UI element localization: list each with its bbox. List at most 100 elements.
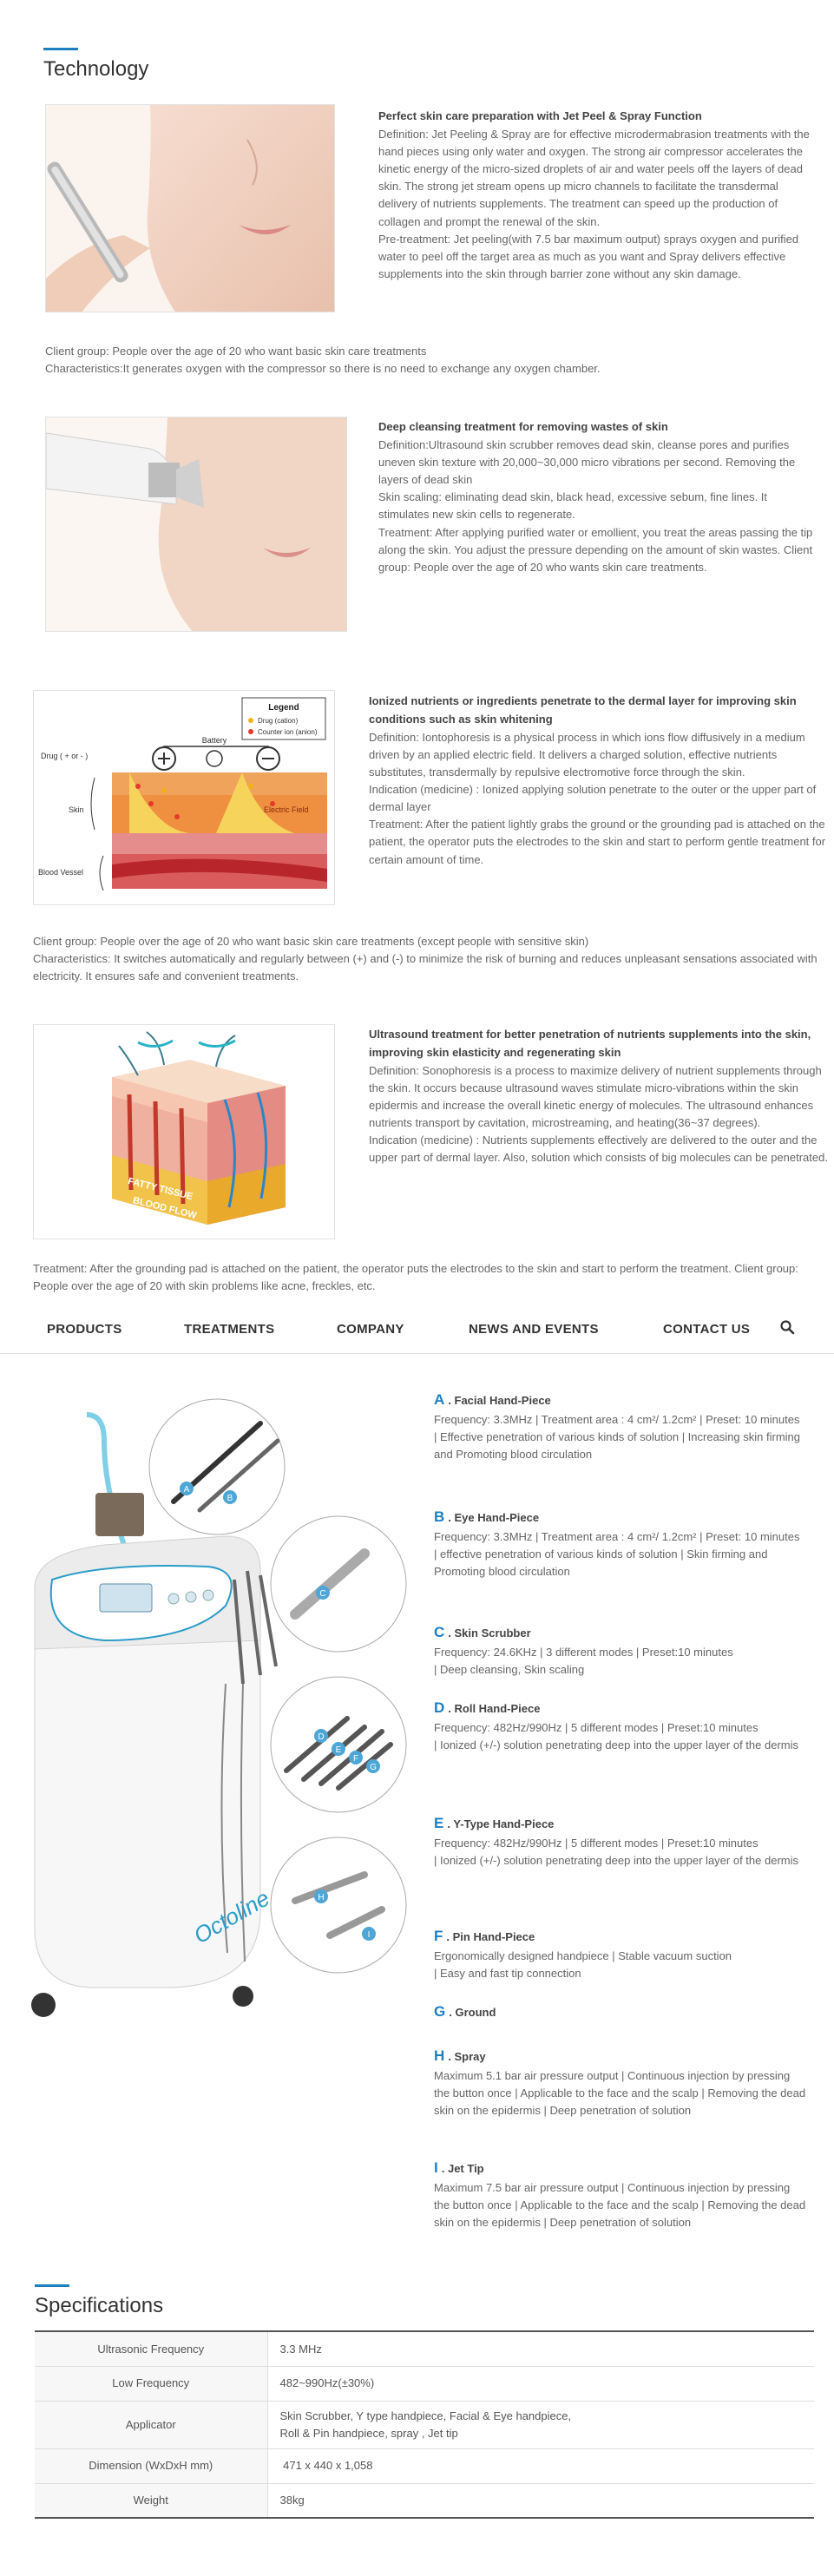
callout-i: I — [368, 1930, 371, 1940]
jet-peel-image — [45, 104, 335, 312]
nav-products[interactable]: PRODUCTS — [47, 1322, 122, 1337]
callout-b: B — [227, 1494, 233, 1503]
hp-desc: Maximum 7.5 bar air pressure output | Co… — [434, 2180, 806, 2229]
iontophoresis-diagram: Legend Drug (cation) Counter ion (anion)… — [33, 690, 335, 905]
tech-item-title: Deep cleansing treatment for removing wa… — [378, 420, 668, 433]
nav-company[interactable]: COMPANY — [337, 1322, 404, 1337]
hp-name: . Jet Tip — [441, 2162, 484, 2175]
battery-label: Battery — [202, 736, 227, 745]
tech-item-title: Ultrasound treatment for better penetrat… — [369, 1028, 811, 1059]
nav-contact-us[interactable]: CONTACT US — [663, 1322, 751, 1337]
hp-letter: C — [434, 1624, 445, 1640]
callout-f: F — [353, 1754, 358, 1764]
callout-h: H — [318, 1893, 324, 1902]
hp-name: . Ground — [449, 2006, 496, 2019]
technology-header: Technology — [43, 48, 148, 82]
hp-desc: Ergonomically designed handpiece | Stabl… — [434, 1948, 732, 1980]
tech-item-title: Perfect skin care preparation with Jet P… — [378, 109, 702, 122]
handpiece-f: F. Pin Hand-Piece Ergonomically designed… — [434, 1925, 807, 1982]
hp-desc: Frequency: 3.3MHz | Treatment area : 4 c… — [434, 1412, 801, 1461]
accent-bar — [43, 48, 78, 50]
skin-label: Skin — [69, 805, 84, 814]
hp-letter: G — [434, 2003, 446, 2020]
tech-item-title: Ionized nutrients or ingredients penetra… — [369, 694, 797, 726]
section-title: Technology — [43, 57, 149, 81]
hp-letter: I — [434, 2159, 438, 2176]
handpiece-a: A. Facial Hand-Piece Frequency: 3.3MHz |… — [434, 1389, 807, 1463]
tech-item-2: Deep cleansing treatment for removing wa… — [378, 418, 817, 576]
hp-name: . Roll Hand-Piece — [448, 1702, 541, 1715]
skin-scrubber-image — [45, 417, 347, 632]
hp-desc: Frequency: 24.6KHz | 3 different modes |… — [434, 1645, 733, 1676]
legend-counter-ion: Counter ion (anion) — [258, 728, 318, 736]
spec-key: Dimension (WxDxH mm) — [35, 2448, 268, 2484]
legend-drug: Drug (cation) — [258, 717, 299, 725]
tech-item-body: Definition: Iontophoresis is a physical … — [369, 730, 826, 866]
nav-news-and-events[interactable]: NEWS AND EVENTS — [469, 1322, 599, 1337]
hp-letter: H — [434, 2047, 445, 2064]
callout-e: E — [336, 1745, 342, 1755]
tech-item-body: Definition: Jet Peeling & Spray are for … — [378, 127, 810, 280]
hp-letter: F — [434, 1928, 443, 1944]
table-row: Dimension (WxDxH mm) 471 x 440 x 1,058 — [35, 2448, 814, 2484]
hp-name: . Skin Scrubber — [448, 1626, 531, 1640]
spec-key: Ultrasonic Frequency — [35, 2331, 268, 2367]
spec-key: Applicator — [35, 2401, 268, 2449]
handpiece-e: E. Y-Type Hand-Piece Frequency: 482Hz/99… — [434, 1812, 807, 1870]
table-row: Weight 38kg — [35, 2483, 814, 2519]
tech-note-3: Treatment: After the grounding pad is at… — [33, 1262, 798, 1293]
blood-vessel-label: Blood Vessel — [38, 868, 83, 877]
tech-item-body: Definition:Ultrasound skin scrubber remo… — [378, 437, 813, 574]
hp-name: . Spray — [448, 2050, 486, 2063]
hp-name: . Y-Type Hand-Piece — [447, 1817, 555, 1830]
hp-name: . Pin Hand-Piece — [446, 1930, 535, 1943]
spec-key: Weight — [35, 2483, 268, 2519]
device-illustration: Octoline A B C D E F G H I — [0, 1389, 425, 2100]
hp-desc: Frequency: 482Hz/990Hz | 5 different mod… — [434, 1720, 798, 1751]
spec-value: 38kg — [267, 2483, 814, 2519]
hp-desc: Frequency: 482Hz/990Hz | 5 different mod… — [434, 1836, 798, 1867]
sonophoresis-diagram: FATTY TISSUE BLOOD FLOW — [33, 1024, 335, 1239]
spec-value: 471 x 440 x 1,058 — [267, 2448, 814, 2484]
section-title: Specifications — [35, 2294, 164, 2317]
tech-note-2: Client group: People over the age of 20 … — [33, 935, 818, 983]
tech-item-4: Ultrasound treatment for better penetrat… — [369, 1026, 833, 1166]
specifications-header: Specifications — [35, 2284, 163, 2319]
search-icon[interactable] — [779, 1319, 795, 1335]
callout-d: D — [318, 1732, 324, 1742]
handpiece-c: C. Skin Scrubber Frequency: 24.6KHz | 3 … — [434, 1621, 807, 1679]
table-row: Applicator Skin Scrubber, Y type handpie… — [35, 2401, 814, 2449]
drug-label: Drug ( + or - ) — [41, 752, 88, 760]
table-row: Ultrasonic Frequency 3.3 MHz — [35, 2331, 814, 2367]
hp-desc: Frequency: 3.3MHz | Treatment area : 4 c… — [434, 1529, 800, 1578]
hp-letter: D — [434, 1699, 445, 1716]
callout-a: A — [184, 1485, 190, 1495]
handpiece-d: D. Roll Hand-Piece Frequency: 482Hz/990H… — [434, 1697, 807, 1754]
hp-letter: A — [434, 1391, 445, 1408]
tech-item-1: Perfect skin care preparation with Jet P… — [378, 108, 817, 283]
callout-c: C — [319, 1589, 325, 1599]
field-label: Electric Field — [264, 805, 309, 814]
accent-bar — [35, 2284, 69, 2287]
hp-name: . Eye Hand-Piece — [448, 1511, 540, 1524]
tech-item-body: Definition: Sonophoresis is a process to… — [369, 1063, 828, 1165]
handpiece-b: B. Eye Hand-Piece Frequency: 3.3MHz | Tr… — [434, 1506, 807, 1580]
specifications-table: Ultrasonic Frequency 3.3 MHz Low Frequen… — [35, 2330, 814, 2519]
main-nav: PRODUCTS TREATMENTS COMPANY NEWS AND EVE… — [0, 1302, 834, 1354]
spec-value: Skin Scrubber, Y type handpiece, Facial … — [267, 2401, 814, 2449]
spec-key: Low Frequency — [35, 2366, 268, 2402]
legend-title: Legend — [268, 703, 299, 713]
handpiece-i: I. Jet Tip Maximum 7.5 bar air pressure … — [434, 2157, 807, 2231]
tech-item-3: Ionized nutrients or ingredients penetra… — [369, 693, 834, 869]
hp-letter: E — [434, 1815, 444, 1831]
spec-value: 3.3 MHz — [267, 2331, 814, 2367]
hp-letter: B — [434, 1508, 445, 1525]
table-row: Low Frequency 482~990Hz(±30%) — [35, 2366, 814, 2402]
tech-note-1: Client group: People over the age of 20 … — [45, 345, 601, 376]
nav-treatments[interactable]: TREATMENTS — [184, 1322, 275, 1337]
handpiece-g: G. Ground — [434, 2001, 807, 2023]
handpiece-h: H. Spray Maximum 5.1 bar air pressure ou… — [434, 2045, 807, 2119]
callout-g: G — [370, 1763, 377, 1772]
spec-value: 482~990Hz(±30%) — [267, 2366, 814, 2402]
hp-name: . Facial Hand-Piece — [448, 1394, 551, 1407]
